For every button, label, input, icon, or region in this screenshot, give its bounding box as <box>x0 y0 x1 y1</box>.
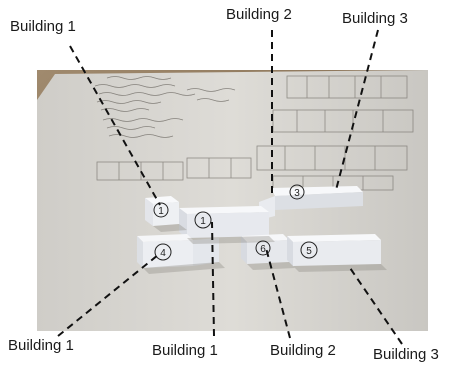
label-building-2-top: Building 2 <box>226 6 292 23</box>
foam-block-front <box>143 240 193 268</box>
label-building-3-top: Building 3 <box>342 10 408 27</box>
label-building-1-bottom-left: Building 1 <box>8 337 74 354</box>
model-photo-drawing: 1 1 3 4 6 <box>37 70 428 331</box>
label-building-1-top: Building 1 <box>10 18 76 35</box>
label-building-2-bottom: Building 2 <box>270 342 336 359</box>
model-photo: 1 1 3 4 6 <box>37 70 428 331</box>
block-tag-text: 1 <box>200 216 206 227</box>
block-tag-text: 6 <box>260 244 266 255</box>
label-building-3-bottom: Building 3 <box>373 346 439 363</box>
block-tag-text: 1 <box>158 206 164 217</box>
block-tag-text: 4 <box>160 248 166 259</box>
sketch-paper <box>37 70 428 331</box>
label-building-1-bottom-center: Building 1 <box>152 342 218 359</box>
block-tag-text: 5 <box>306 246 312 257</box>
block-tag-text: 3 <box>294 188 300 199</box>
